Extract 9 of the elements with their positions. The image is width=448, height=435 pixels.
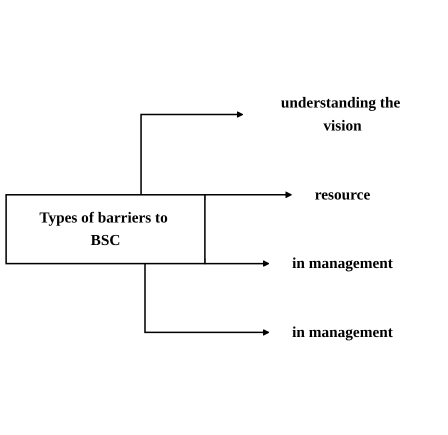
- arrow: [204, 191, 292, 200]
- arrow: [144, 263, 270, 336]
- node-text: resource: [314, 186, 370, 203]
- node-box: Types of barriers to BSC: [5, 194, 206, 264]
- arrow: [140, 110, 244, 195]
- node-text: in management: [292, 324, 393, 341]
- arrow: [204, 258, 270, 267]
- node-text: understanding the vision: [280, 94, 400, 134]
- node-text: in management: [292, 254, 393, 272]
